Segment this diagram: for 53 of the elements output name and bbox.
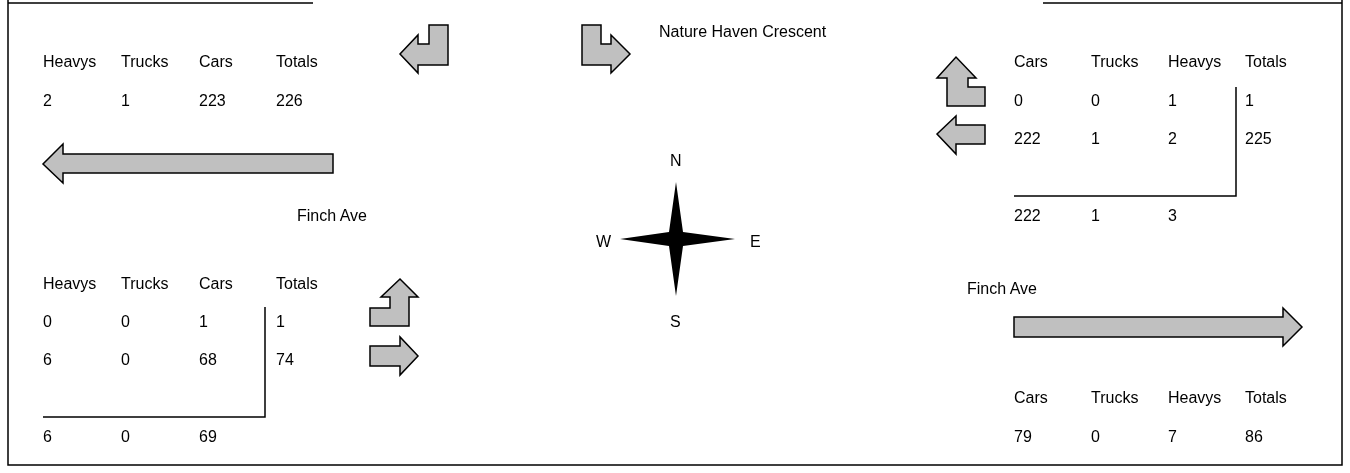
count-value: 1: [276, 312, 285, 332]
count-value: 1: [1168, 91, 1177, 111]
street-name: Finch Ave: [967, 279, 1037, 299]
count-value: 86: [1245, 427, 1263, 447]
count-value: 69: [199, 427, 217, 447]
column-header: Trucks: [121, 274, 169, 294]
count-value: 7: [1168, 427, 1177, 447]
compass-letter: S: [670, 312, 681, 332]
count-value: 1: [121, 91, 130, 111]
street-name: Nature Haven Crescent: [659, 22, 827, 42]
count-value: 0: [121, 427, 130, 447]
column-header: Trucks: [121, 52, 169, 72]
count-value: 6: [43, 427, 52, 447]
count-value: 0: [43, 312, 52, 332]
column-header: Totals: [276, 52, 318, 72]
column-header: Cars: [1014, 52, 1048, 72]
column-header: Totals: [1245, 52, 1287, 72]
count-value: 2: [1168, 129, 1177, 149]
column-header: Cars: [199, 52, 233, 72]
count-value: 225: [1245, 129, 1272, 149]
count-value: 74: [276, 350, 294, 370]
count-value: 6: [43, 350, 52, 370]
column-header: Cars: [1014, 388, 1048, 408]
count-value: 68: [199, 350, 217, 370]
compass-letter: N: [670, 151, 682, 171]
count-value: 222: [1014, 206, 1041, 226]
column-header: Trucks: [1091, 388, 1139, 408]
column-header: Heavys: [1168, 52, 1222, 72]
count-value: 0: [1091, 427, 1100, 447]
count-value: 222: [1014, 129, 1041, 149]
compass-letter: W: [596, 232, 612, 252]
count-value: 1: [1091, 206, 1100, 226]
column-header: Heavys: [43, 274, 97, 294]
column-header: Cars: [199, 274, 233, 294]
column-header: Heavys: [43, 52, 97, 72]
compass-letter: E: [750, 232, 761, 252]
count-value: 1: [1245, 91, 1254, 111]
count-value: 223: [199, 91, 226, 111]
street-name: Finch Ave: [297, 206, 367, 226]
count-value: 79: [1014, 427, 1032, 447]
count-value: 1: [199, 312, 208, 332]
column-header: Heavys: [1168, 388, 1222, 408]
count-value: 0: [1014, 91, 1023, 111]
count-value: 0: [1091, 91, 1100, 111]
count-value: 0: [121, 312, 130, 332]
count-value: 2: [43, 91, 52, 111]
count-value: 0: [121, 350, 130, 370]
count-value: 3: [1168, 206, 1177, 226]
column-header: Trucks: [1091, 52, 1139, 72]
count-value: 1: [1091, 129, 1100, 149]
column-header: Totals: [1245, 388, 1287, 408]
count-value: 226: [276, 91, 303, 111]
column-header: Totals: [276, 274, 318, 294]
